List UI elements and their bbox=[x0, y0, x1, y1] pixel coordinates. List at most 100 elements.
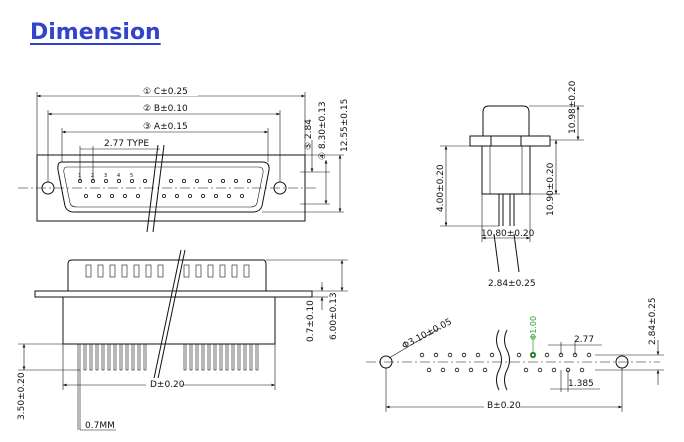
front-break-line-2 bbox=[152, 144, 165, 233]
dim-pitch-label: 2.77 TYPE bbox=[104, 139, 149, 149]
pin bbox=[243, 343, 247, 371]
dim-1080-label: 10.80±0.20 bbox=[481, 229, 535, 239]
pin bbox=[104, 178, 109, 183]
bottom-break-line bbox=[151, 249, 182, 389]
pin bbox=[231, 343, 235, 371]
tooth bbox=[243, 264, 250, 278]
pin bbox=[117, 178, 122, 183]
pin bbox=[207, 343, 211, 371]
dim-b-label: B±0.20 bbox=[487, 401, 521, 411]
pin bbox=[187, 193, 192, 198]
pcb-break-line bbox=[496, 329, 502, 391]
pcb-hole bbox=[537, 367, 543, 373]
pin bbox=[168, 178, 173, 183]
tooth bbox=[183, 264, 190, 278]
dim-600-label: 6.00±0.13 bbox=[329, 292, 339, 340]
label-bg bbox=[484, 399, 520, 409]
dim-284-label: 2.84±0.25 bbox=[648, 297, 658, 345]
pin-number: 4 bbox=[117, 173, 120, 179]
tooth bbox=[231, 264, 238, 278]
pcb-hole bbox=[482, 367, 488, 373]
pcb-hole bbox=[530, 352, 536, 358]
pcb-hole bbox=[544, 352, 550, 358]
dim-277-label: 2.77 bbox=[574, 335, 594, 345]
tooth bbox=[195, 264, 202, 278]
side-top-body bbox=[482, 105, 530, 137]
bottom-teeth bbox=[85, 264, 250, 278]
pin bbox=[255, 343, 259, 371]
dim-1385-label: 1.385 bbox=[568, 379, 594, 389]
dim-hole-leader bbox=[388, 327, 441, 359]
pin bbox=[83, 343, 87, 371]
dim-1098-label: 10.98±0.20 bbox=[568, 80, 578, 134]
pin-number: 2 bbox=[91, 173, 94, 179]
label-bg bbox=[146, 378, 182, 388]
pin bbox=[107, 343, 111, 371]
pcb-hole bbox=[579, 367, 585, 373]
pin bbox=[161, 193, 166, 198]
pcb-hole bbox=[419, 352, 425, 358]
front-pins-row1 bbox=[78, 178, 251, 183]
pin bbox=[226, 193, 231, 198]
bottom-flange bbox=[34, 290, 313, 298]
tooth bbox=[109, 264, 116, 278]
pin bbox=[207, 178, 212, 183]
dim-pin-hole-label: Φ1.00 bbox=[529, 316, 538, 340]
pin-number: 1 bbox=[78, 173, 81, 179]
dim-284-side-label: 2.84±0.25 bbox=[488, 279, 536, 289]
pin bbox=[97, 193, 102, 198]
pcb-holes-top bbox=[419, 352, 592, 358]
pin-number: 5 bbox=[130, 173, 133, 179]
dim-a-label: ③ A±0.15 bbox=[143, 122, 188, 132]
pcb-hole bbox=[475, 352, 481, 358]
pin bbox=[225, 343, 229, 371]
pcb-hole bbox=[468, 367, 474, 373]
dim-1255-label: 12.55±0.15 bbox=[340, 99, 350, 152]
dim-1090-label: 10.90±0.20 bbox=[546, 162, 556, 216]
pin bbox=[143, 343, 147, 371]
pcb-hole bbox=[523, 367, 529, 373]
pin bbox=[194, 178, 199, 183]
page-title: Dimension bbox=[30, 20, 161, 45]
pin bbox=[213, 343, 217, 371]
pcb-hole bbox=[489, 352, 495, 358]
pcb-hole bbox=[454, 367, 460, 373]
pin bbox=[233, 178, 238, 183]
pcb-hole bbox=[516, 352, 522, 358]
pcb-hole bbox=[433, 352, 439, 358]
dim-hole-label: Φ3.10±0.05 bbox=[401, 317, 454, 352]
pin bbox=[137, 343, 141, 371]
pin bbox=[239, 193, 244, 198]
pcb-hole bbox=[586, 352, 592, 358]
pcb-view: Φ3.10±0.05 Φ1.00 2.77 1.385 2.84±0.25 B±… bbox=[366, 297, 664, 412]
dim-284-label: ⑤ 2.84 bbox=[304, 119, 314, 150]
pin bbox=[237, 343, 241, 371]
pin-number: 3 bbox=[104, 173, 107, 179]
pin bbox=[220, 178, 225, 183]
pin bbox=[110, 193, 115, 198]
pin bbox=[131, 343, 135, 371]
dim-830-label: ④ 8.30±0.13 bbox=[318, 101, 328, 160]
bottom-lower-body bbox=[62, 296, 276, 345]
label-bg bbox=[140, 102, 192, 113]
pin bbox=[195, 343, 199, 371]
pin bbox=[129, 178, 134, 183]
tooth bbox=[97, 264, 104, 278]
pcb-hole bbox=[551, 367, 557, 373]
label-bg bbox=[140, 85, 198, 96]
tooth bbox=[157, 264, 164, 278]
pin bbox=[189, 343, 193, 371]
pin bbox=[249, 343, 253, 371]
pin bbox=[142, 178, 147, 183]
pcb-break-line bbox=[504, 329, 510, 391]
pin bbox=[113, 343, 117, 371]
front-break-line bbox=[146, 144, 159, 233]
bottom-break-line bbox=[155, 249, 186, 389]
pin bbox=[95, 343, 99, 371]
front-view: 1 2 3 4 5 ① C±0.25 ② B±0.10 ③ A±0.15 2.7… bbox=[18, 85, 350, 233]
side-break-line bbox=[493, 233, 500, 273]
bottom-dshell bbox=[67, 259, 267, 292]
side-view: 10.98±0.20 10.90±0.20 4.00±0.20 10.80±0.… bbox=[436, 80, 584, 289]
side-flange bbox=[469, 135, 551, 147]
